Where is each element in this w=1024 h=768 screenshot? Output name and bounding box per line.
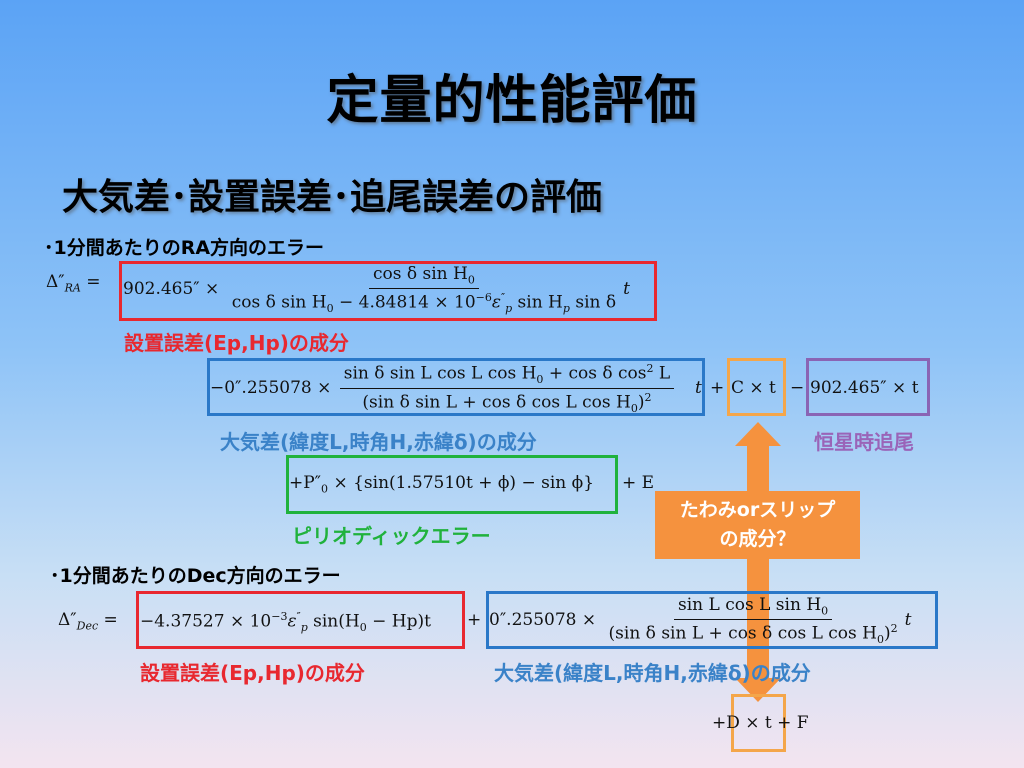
ra-atmos-term: −0″.255078 × sin δ sin L cos L cos H0 + … (210, 362, 677, 415)
dec-bullet: ･1分間あたりのDec方向のエラー (50, 565, 341, 587)
ra-equals: = (86, 272, 101, 292)
dec-term2-coef: 0″.255078 × (489, 610, 597, 631)
callout-box: たわみorスリップ の成分？ (655, 491, 860, 559)
dec-atmos-box (486, 591, 938, 649)
double-arrow-icon (735, 422, 781, 702)
dec-term1-tail: sin(H (307, 611, 360, 632)
dec-install-box (136, 591, 465, 649)
dec-atmos-label: 大気差(緯度L,時角H,赤緯δ)の成分 (494, 661, 811, 685)
dec-lhs-delta: Δ″ (58, 610, 77, 630)
ra-term2-den-end: ) (637, 392, 645, 413)
ra-term1-den-last: sin δ (569, 293, 617, 314)
ra-lhs-sub: RA (64, 281, 81, 295)
slide-title: 定量的性能評価 (326, 71, 698, 131)
ra-term2-fraction: sin δ sin L cos L cos H0 + cos δ cos2 L … (339, 362, 675, 415)
slide-subtitle: 大気差･設置誤差･追尾誤差の評価 (62, 177, 603, 218)
dec-install-term: −4.37527 × 10−3ε″p sin(H0 − Hp)t (140, 610, 431, 635)
dec-plus: + (467, 610, 482, 630)
ra-term2-t: t (695, 378, 702, 398)
ra-term1-t: t (623, 279, 630, 300)
dec-term2-num: sin L cos L sin H (678, 595, 822, 615)
dec-d-box (731, 694, 786, 752)
ra-term1-den-tail: − 4.84814 × 10 (333, 293, 476, 314)
ra-periodic-term: +P″0 × {sin(1.57510t + ϕ) − sin ϕ} (289, 473, 595, 496)
dec-term1-exp: −3 (271, 610, 288, 623)
dec-d-term: +D × t + F (712, 713, 809, 733)
dec-term2-den: (sin δ sin L + cos δ cos L cos H (608, 624, 877, 645)
ra-atmos-box (207, 358, 705, 416)
dec-term1-end: − Hp)t (366, 611, 431, 632)
dec-lhs: Δ″Dec = (58, 610, 118, 632)
ra-sidereal-label: 恒星時追尾 (814, 430, 914, 454)
ra-sidereal-box (806, 358, 930, 416)
ra-term1-fraction: cos δ sin H0 cos δ sin H0 − 4.84814 × 10… (231, 264, 617, 316)
ra-term1-den: cos δ sin H (231, 293, 327, 314)
dec-install-label: 設置誤差(Ep,Hp)の成分 (140, 661, 365, 685)
callout-line2: の成分？ (719, 528, 796, 550)
ra-term2-num-end: L (653, 363, 671, 384)
ra-periodic-box (286, 455, 618, 514)
ra-term2-num-tail: + cos δ cos (543, 363, 647, 384)
ra-term1-coef: 902.465″ × (123, 279, 220, 300)
ra-atmos-label: 大気差(緯度L,時角H,赤緯δ)の成分 (220, 430, 537, 454)
callout-line1: たわみorスリップ (679, 499, 836, 521)
ra-term1-den-end: sin H (512, 293, 563, 314)
ra-plus-c: + (710, 378, 725, 398)
ra-term2-num: sin δ sin L cos L cos H (343, 363, 537, 384)
dec-term1: −4.37527 × 10 (140, 611, 272, 632)
ra-install-box (119, 261, 657, 321)
dec-term2-fraction: sin L cos L sin H0 (sin δ sin L + cos δ … (608, 595, 898, 647)
ra-sidereal-term: 902.465″ × t (810, 378, 919, 398)
ra-lhs: Δ″RA = (46, 272, 101, 294)
ra-c-term: C × t (731, 378, 776, 398)
ra-install-label: 設置誤差(Ep,Hp)の成分 (124, 331, 349, 355)
ra-term1-num: cos δ sin H (372, 264, 468, 284)
ra-bullet: ･1分間あたりのRA方向のエラー (44, 237, 325, 259)
ra-term2-coef: −0″.255078 × (210, 378, 332, 399)
ra-periodic-tail: × {sin(1.57510t + ϕ) − sin ϕ} (328, 473, 595, 493)
ra-term1-den-exp: −6 (475, 291, 492, 305)
ra-minus: − (790, 378, 805, 398)
ra-plus-e: + E (622, 473, 655, 493)
ra-lhs-delta: Δ″ (46, 272, 65, 292)
ra-c-box (727, 358, 786, 416)
ra-install-term: 902.465″ × cos δ sin H0 cos δ sin H0 − 4… (123, 264, 630, 315)
dec-term2-den-end: ) (883, 624, 891, 645)
dec-equals: = (103, 610, 118, 630)
dec-term2-t: t (904, 610, 912, 631)
ra-term2-den: (sin δ sin L + cos δ cos L cos H (362, 392, 631, 413)
ra-periodic-label: ピリオディックエラー (292, 524, 491, 548)
dec-lhs-sub: Dec (76, 619, 99, 633)
ra-periodic-p: +P″ (289, 473, 322, 493)
dec-atmos-term: 0″.255078 × sin L cos L sin H0 (sin δ si… (489, 595, 911, 646)
